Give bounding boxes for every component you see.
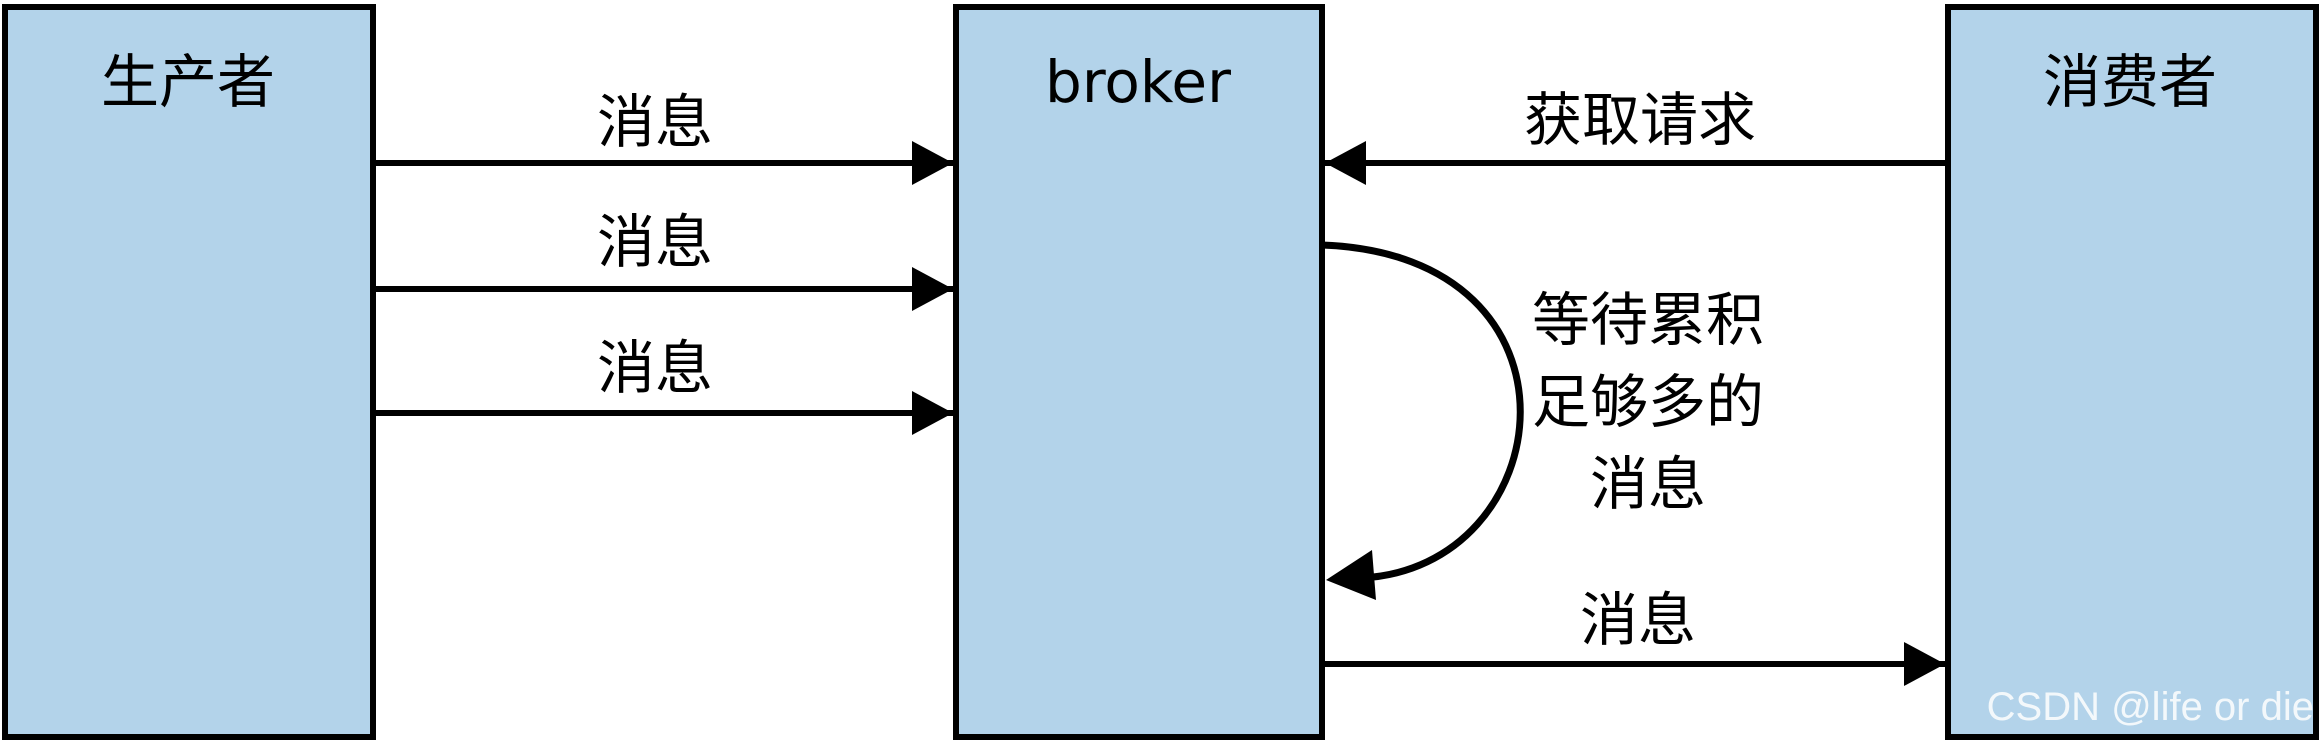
wait-label-line-1: 等待累积 <box>1532 286 1764 354</box>
message-label-3: 消息 <box>597 334 713 402</box>
broker-title: broker <box>1045 48 1231 116</box>
fetch-request-arrow <box>1325 141 1948 185</box>
consumer-title: 消费者 <box>2043 48 2217 116</box>
fetch-request-label: 获取请求 <box>1524 86 1756 154</box>
broker-box <box>953 4 1325 740</box>
broker-to-consumer-arrow <box>1322 642 1945 686</box>
producer-to-broker-arrow-3 <box>373 391 953 435</box>
broker-to-consumer-label: 消息 <box>1580 586 1696 654</box>
message-label-1: 消息 <box>597 88 713 156</box>
wait-label-line-3: 消息 <box>1590 450 1706 518</box>
producer-title: 生产者 <box>101 48 275 116</box>
consumer-box <box>1945 4 2319 740</box>
watermark-text: CSDN @life or die <box>1987 685 2314 729</box>
producer-to-broker-arrow-1 <box>373 141 953 185</box>
producer-to-broker-arrow-2 <box>373 267 953 311</box>
message-label-2: 消息 <box>597 208 713 276</box>
wait-label-line-2: 足够多的 <box>1532 368 1764 436</box>
producer-box <box>2 4 376 740</box>
wait-loop-arrow <box>1321 241 1524 600</box>
